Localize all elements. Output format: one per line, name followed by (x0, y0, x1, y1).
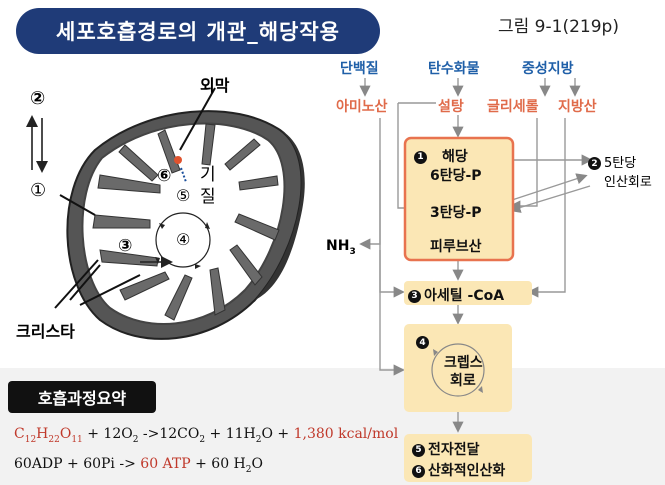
etc-label-2: 산화적인산화 (428, 463, 506, 479)
figure-reference: 그림 9-1(219p) (498, 17, 619, 37)
product-sugar: 설탕 (438, 99, 464, 115)
krebs-box (404, 324, 512, 412)
step-number-1: 1 (414, 150, 427, 164)
nh3-subscript: 3 (349, 246, 356, 257)
step-number-5: 5 (412, 443, 425, 457)
membrane-transport-arrows (26, 115, 48, 173)
source-fat: 중성지방 (522, 61, 574, 77)
label-n4: ④ (176, 230, 191, 249)
krebs-label-1: 크렙스 (444, 355, 483, 371)
equation-atp: 60ADP + 60Pi -> 60 ATP + 60 H2O (14, 456, 263, 475)
summary-label: 호흡과정요약 (8, 381, 156, 413)
equation-1-middle: + 12O2 ->12CO2 + 11H2O + (87, 426, 294, 445)
triose-phosphate: 3탄당-P (430, 205, 482, 221)
step-number-3: 3 (408, 289, 421, 303)
energy-yield: 1,380 kcal/mol (293, 426, 399, 442)
hexose-phosphate: 6탄당-P (430, 168, 482, 184)
source-carbohydrate: 탄수화물 (428, 61, 480, 77)
glycolysis-label: 해당 (442, 149, 468, 165)
atp-yield: 60 ATP (140, 456, 191, 472)
acetyl-coa-box (404, 281, 532, 305)
krebs-cycle-circle (431, 343, 485, 397)
ammonia-label: NH3 (326, 238, 356, 257)
step-number-6: 6 (412, 464, 425, 478)
equation-2-end: + 60 H2O (195, 456, 263, 475)
product-glycerol: 글리세롤 (487, 99, 539, 115)
etc-label-1: 전자전달 (428, 442, 480, 458)
step-number-2: 2 (588, 157, 601, 170)
flow-arrows (359, 78, 593, 433)
equation-respiration: C12H22O11 + 12O2 ->12CO2 + 11H2O + 1,380… (14, 426, 398, 445)
label-n1: ① (30, 180, 47, 201)
pentose-pathway-line2: 인산회로 (604, 175, 652, 190)
pentose-label-1: 5탄당 (604, 156, 637, 171)
glycolysis-box (403, 136, 515, 262)
glucose-formula: C12H22O11 (14, 426, 83, 445)
label-n3: ③ (118, 236, 133, 256)
label-matrix-1: 기 (200, 165, 216, 185)
source-protein: 단백질 (340, 61, 379, 77)
nh3-text: NH (326, 238, 350, 254)
step-number-4: 4 (416, 336, 429, 349)
product-amino-acid: 아미노산 (336, 99, 388, 115)
page-title: 세포호흡경로의 개관_해당작용 (16, 8, 380, 54)
pyruvate: 피루브산 (430, 239, 482, 255)
krebs-label-2: 회로 (450, 373, 476, 389)
product-fatty-acid: 지방산 (558, 99, 597, 115)
label-n2: ② (30, 88, 46, 109)
label-outer-membrane: 외막 (200, 76, 230, 95)
etc-box (404, 434, 532, 482)
equation-2-start: 60ADP + 60Pi -> (14, 456, 136, 472)
label-matrix-2: 질 (200, 187, 216, 207)
label-n6: ⑥ (157, 166, 172, 186)
label-cristae: 크리스타 (16, 322, 75, 341)
mitochondrion (54, 87, 305, 340)
label-n5: ⑤ (176, 186, 191, 205)
acetyl-coa-label: 아세틸 -CoA (424, 288, 505, 304)
glycolysis-title: 1 해당 (414, 146, 468, 166)
